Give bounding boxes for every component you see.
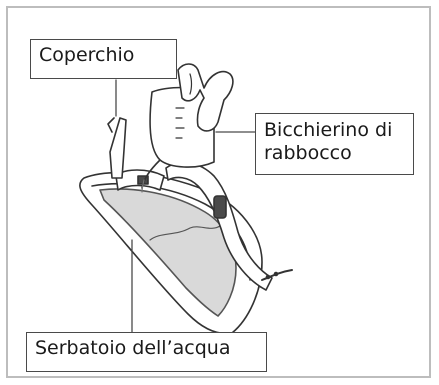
cover-flap bbox=[109, 117, 127, 179]
callout-water-tank: Serbatoio dell’acqua bbox=[26, 332, 267, 372]
callout-cover: Coperchio bbox=[30, 39, 177, 79]
callout-refill-cup: Bicchierino di rabbocco bbox=[255, 113, 414, 175]
cover-tip bbox=[107, 117, 115, 133]
cord-tick-2 bbox=[273, 271, 279, 277]
water-tank bbox=[99, 188, 237, 317]
hand-knuckles bbox=[189, 73, 193, 95]
cord-tick-1 bbox=[265, 274, 271, 280]
cup-marks bbox=[175, 107, 185, 139]
handle-dial bbox=[213, 195, 227, 219]
water-surface bbox=[149, 225, 221, 241]
iron-handle bbox=[165, 161, 273, 291]
water-stream bbox=[141, 179, 145, 193]
